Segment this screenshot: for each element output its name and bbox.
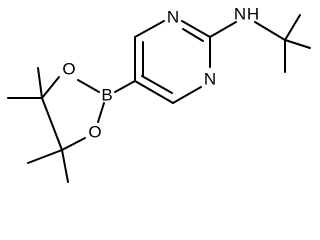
structure-drawing: N N N H B O O xyxy=(7,4,311,183)
molecule-diagram: N N N H B O O xyxy=(7,4,311,183)
bond-c5-b xyxy=(114,80,136,93)
bond-o1-ca xyxy=(41,76,60,99)
pyrimidine-ring xyxy=(134,20,211,104)
bond-nh-cq xyxy=(254,21,286,41)
bond-b-o2 xyxy=(97,102,105,123)
atom-label-b: B xyxy=(101,85,112,104)
atom-label-nh-h: H xyxy=(247,4,259,23)
atom-label-nh-n: N xyxy=(234,4,246,23)
bond-n3-c4 xyxy=(172,86,202,104)
pinacol-boronate-group xyxy=(7,67,136,183)
bond-cq-me1 xyxy=(284,14,301,41)
tert-butylamino-group xyxy=(209,14,311,73)
bond-c4-c5-inner xyxy=(141,75,173,94)
bond-ca-me1 xyxy=(37,67,43,99)
atom-label-o2: O xyxy=(88,122,101,141)
bond-c4-c5 xyxy=(134,80,174,104)
bond-o2-cb xyxy=(61,137,86,151)
atom-label-n3: N xyxy=(204,69,216,88)
bond-b-o1 xyxy=(77,79,100,93)
bond-cb-me1 xyxy=(27,149,63,164)
atom-label-o1: O xyxy=(62,59,75,78)
bond-n1-c2 xyxy=(181,20,211,38)
bond-n1-c2-inner xyxy=(182,28,204,42)
atom-label-n1: N xyxy=(167,7,179,26)
bond-ca-cb xyxy=(41,97,63,151)
bond-c2-nh xyxy=(209,21,237,38)
atom-labels: N N N H B O O xyxy=(62,4,259,141)
bond-c6-n1 xyxy=(134,20,165,38)
bond-cb-me2 xyxy=(61,149,69,183)
bond-cq-me2 xyxy=(284,39,311,49)
